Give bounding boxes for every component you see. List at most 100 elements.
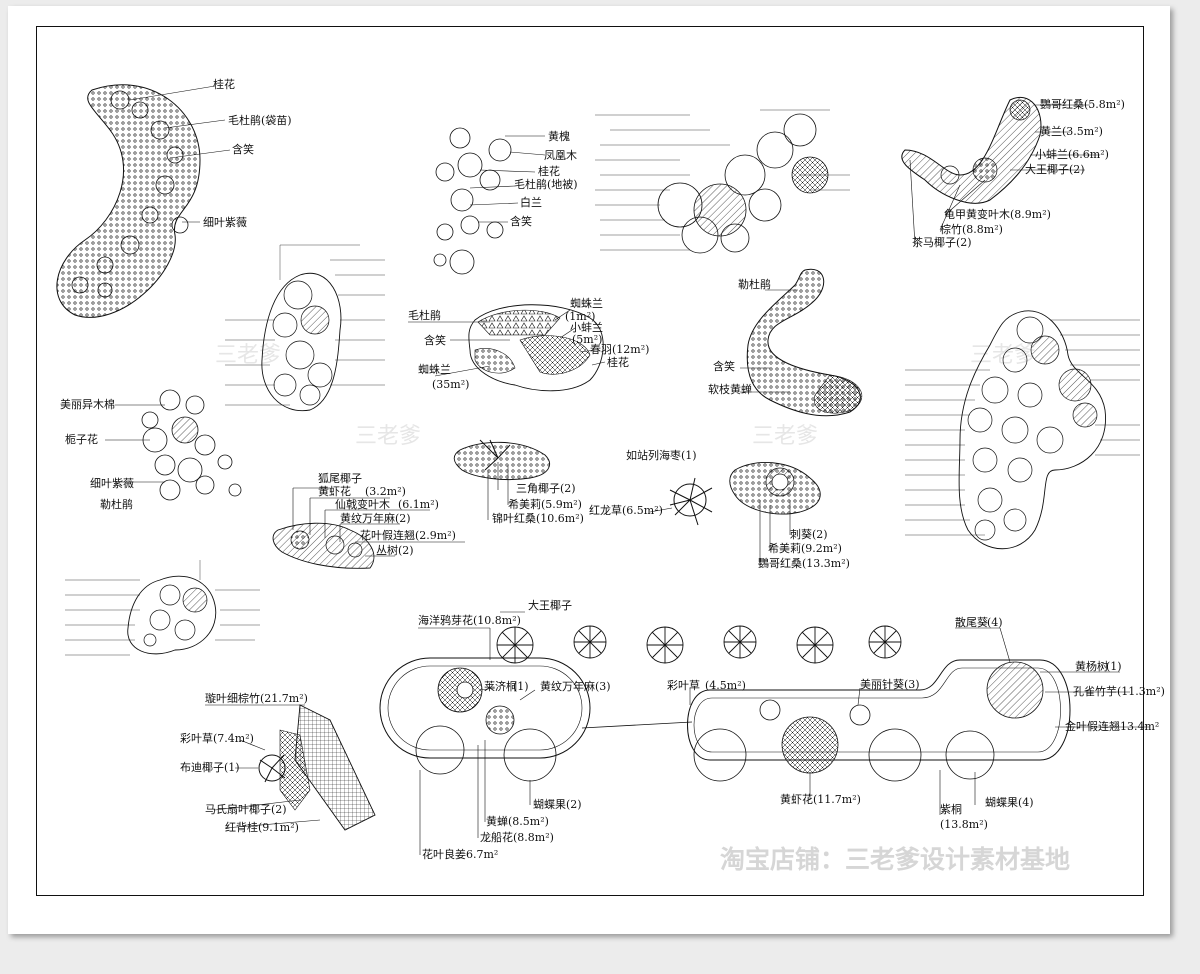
label-meili-yimumian: 美丽异木棉 <box>60 397 115 411</box>
label-hudieguo-2: 蝴蝶果(4) <box>985 795 1034 809</box>
label-xuanye-xizongzhu: 璇叶细棕竹(21.7m²) <box>205 691 308 705</box>
tree-cluster-left: 美丽异木棉 栀子花 细叶紫薇 勒杜鹃 <box>60 389 242 511</box>
label-xiye-ziwei-1: 细叶紫薇 <box>203 216 247 229</box>
label-bailan: 白兰 <box>520 195 542 209</box>
label-zongzhu: 棕竹(8.8m²) <box>940 222 1003 236</box>
watermark-faint-1: 三老爹 <box>215 343 281 368</box>
label-honglongcao: 红龙草(6.5m²) <box>589 504 663 517</box>
bed-v-shape: 鸚哥红桑(5.8m²) 黄兰(3.5m²) 小蚌兰(6.6m²) 大王椰子(2)… <box>901 97 1125 249</box>
label-hudieguo-1: 蝴蝶果(2) <box>533 797 582 811</box>
bed-bottom-long: 大王椰子 海洋鸦芽花( <box>379 598 1165 861</box>
label-maodujuan-2: 毛杜鹃 <box>408 308 441 322</box>
palm-haizao: 如站列海枣(1) 红龙草(6.5m²) <box>589 448 713 526</box>
bed-crescent: 桂花 毛杜鹃(袋苗) 含笑 细叶紫薇 <box>56 77 292 318</box>
label-huangyangshu: 黄杨树 <box>1075 659 1108 673</box>
label-haiyang-yaqiao: 海洋鸦芽花(10.8m²) <box>418 613 521 627</box>
label-hanxiao-1: 含笑 <box>232 142 254 156</box>
label-caiyecao-1: 彩叶草(7.4m²) <box>180 732 254 745</box>
label-ximeili: 希美莉(5.9m²) <box>508 497 582 511</box>
label-hanxiao-2: 含笑 <box>510 214 532 228</box>
label-jinye-hongsang: 锦叶红桑(10.6m²) <box>492 511 584 525</box>
tree-cluster-top: 黄槐 凤凰木 桂花 毛杜鹃(地被) 白兰 含笑 <box>433 127 578 275</box>
label-huangxiahua-2: 黄虾花(11.7m²) <box>780 792 861 806</box>
label-mashi-shanye: 马氏扇叶椰子(2) <box>205 802 287 816</box>
label-guihua-3: 桂花 <box>607 355 629 369</box>
label-jinye-jialianqiao: 金叶假连翘13.4m² <box>1065 719 1159 733</box>
label-huangxiahua-area: (3.2m²) <box>365 485 406 498</box>
bed-circles-top <box>595 109 850 254</box>
palm-row-1 <box>496 626 534 664</box>
label-xiye-ziwei-2: 细叶紫薇 <box>90 477 134 490</box>
label-chunyu: 春羽(12m²) <box>590 343 649 356</box>
label-guijia-huangbian: 龟甲黄变叶木(8.9m²) <box>944 207 1051 221</box>
label-xiao-bangelan-2: 小蚌兰 <box>570 321 603 334</box>
bed-cikui: 刺葵(2) 希美莉(9.2m²) 鸚哥红桑(13.3m²) <box>729 461 850 570</box>
label-dawang-yezi-1: 大王椰子(2) <box>1025 162 1085 176</box>
bed-large-right <box>905 310 1140 550</box>
palm-row-6 <box>868 625 902 659</box>
label-jiedujuan: 勒杜鹃 <box>738 277 771 291</box>
watermark-faint-4: 三老爹 <box>970 343 1036 368</box>
label-jiedujuan-2: 勒杜鹃 <box>100 497 133 511</box>
label-sanjiao-yezi: 三角椰子(2) <box>516 481 576 495</box>
label-huangchan: 黄蝉(8.5m²) <box>486 814 549 828</box>
label-longchuanhua: 龙船花(8.8m²) <box>480 830 554 844</box>
label-hanxiao-4: 含笑 <box>713 359 735 373</box>
label-meili-zhenkui: 美丽针葵(3) <box>860 677 920 691</box>
label-huangwen-wannianma-2: 黄纹万年麻(3) <box>540 679 611 693</box>
label-yingzi-hongsang-1: 鸚哥红桑(5.8m²) <box>1040 97 1125 111</box>
label-dawang-yezi-2: 大王椰子 <box>528 598 572 612</box>
label-xiao-bangelan-2-area: (5m²) <box>572 333 602 346</box>
label-huanghuai: 黄槐 <box>548 129 570 143</box>
bed-diagonal: 璇叶细棕竹(21.7m²) 彩叶草(7.4m²) 布迪椰子(1) 马氏扇叶椰子(… <box>180 691 376 834</box>
label-fenghuangmu: 凤凰木 <box>544 149 577 162</box>
bed-small-left <box>65 560 260 656</box>
label-huaye-jialianqiao: 花叶假连翘(2.9m²) <box>360 528 456 542</box>
palm-row-5 <box>796 626 834 664</box>
watermark-faint-2: 三老爹 <box>355 424 421 449</box>
watermark-text: 淘宝店铺：三老爹设计素材基地 <box>720 845 1070 874</box>
label-guihua-2: 桂花 <box>538 164 560 178</box>
label-huangwen-wannianma: 黄纹万年麻(2) <box>340 511 411 525</box>
label-zhizhulan-2: 蜘蛛兰 <box>418 362 451 376</box>
label-hongbeigui: 红背桂(9.1m²) <box>225 820 299 834</box>
label-zhizihua: 栀子花 <box>65 432 98 446</box>
bed-sanjiao: 三角椰子(2) 希美莉(5.9m²) 锦叶红桑(10.6m²) <box>453 439 584 525</box>
label-xianlu-bianyemu-area: (6.1m²) <box>398 498 439 511</box>
label-laijitong: 莱济桐 <box>484 679 517 693</box>
palm-row-4 <box>723 625 757 659</box>
label-kongque-zhusun: 孔雀竹芋(11.3m²) <box>1073 684 1165 698</box>
bed-vertical-left <box>225 244 385 412</box>
label-cikui: 刺葵(2) <box>790 528 828 541</box>
label-huaye-shenjiang: 花叶良姜6.7m² <box>422 847 498 861</box>
palm-row-2 <box>573 625 607 659</box>
palm-row-3 <box>646 626 684 664</box>
label-budi-yezi: 布迪椰子(1) <box>180 760 240 774</box>
label-zitong-area: (13.8m²) <box>940 818 988 831</box>
label-zhizhulan-1: 蜘蛛兰 <box>570 296 603 310</box>
label-conshu: 丛树(2) <box>376 543 414 557</box>
label-laijitong-count: (1) <box>513 680 529 693</box>
bed-huwei: 狐尾椰子 黄虾花 (3.2m²) 仙戟变叶木 (6.1m²) 黄纹万年麻(2) … <box>272 471 465 569</box>
label-maodujuan-daimiao: 毛杜鹃(袋苗) <box>228 113 292 127</box>
label-guihua-1: 桂花 <box>213 77 235 91</box>
label-zhizhulan-2-area: (35m²) <box>432 378 469 391</box>
label-caiyecao-2: 彩叶草 <box>667 679 700 692</box>
label-sanweikui: 散尾葵 <box>955 615 988 629</box>
bed-center: 毛杜鹃 含笑 蜘蛛兰 (35m²) 蜘蛛兰 (1m²) 小蚌兰 (5m²) 春羽… <box>408 296 649 392</box>
drawing-frame <box>36 26 1144 896</box>
label-caiyecao-2-area: (4.5m²) <box>705 679 746 692</box>
label-yingzi-hongsang-2: 鸚哥红桑(13.3m²) <box>758 556 850 570</box>
label-xianlu-bianyemu: 仙戟变叶木 <box>335 497 390 511</box>
label-chama-yezi: 茶马椰子(2) <box>912 235 972 249</box>
label-huangxiahua: 黄虾花 <box>318 484 351 498</box>
label-huangyangshu-count: (1) <box>1106 660 1122 673</box>
label-zitong: 紫桐 <box>940 802 962 816</box>
label-ximeili-2: 希美莉(9.2m²) <box>768 541 842 555</box>
label-maodujuan-dibei: 毛杜鹃(地被) <box>514 177 578 191</box>
watermark-faint-3: 三老爹 <box>752 424 818 449</box>
label-ruzhanlie-haizao: 如站列海枣(1) <box>626 448 697 462</box>
label-huanglan: 黄兰(3.5m²) <box>1040 124 1103 138</box>
label-ruanzhi-huangchan: 软枝黄蝉 <box>708 382 752 396</box>
